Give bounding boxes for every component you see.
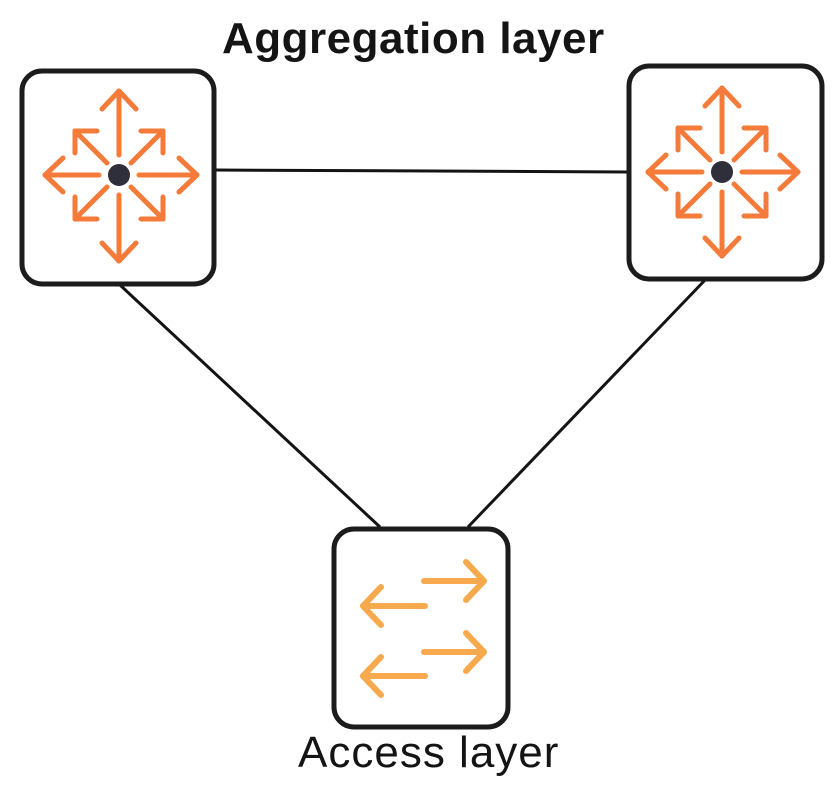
hub-dot (108, 164, 130, 186)
link-agg-left-agg-right (214, 168, 629, 174)
link-agg-right-access (466, 276, 709, 529)
node-box (331, 526, 511, 730)
aggregation-switch-right[interactable] (626, 63, 825, 282)
aggregation-switch-left[interactable] (19, 68, 217, 287)
hub-dot (711, 161, 733, 183)
multilayer-switch-icon (645, 85, 801, 259)
multilayer-switch-icon (42, 88, 200, 264)
switch-icon (360, 559, 487, 698)
access-layer-label: Access layer (298, 728, 560, 777)
aggregation-layer-label: Aggregation layer (222, 14, 605, 63)
access-switch[interactable] (331, 526, 511, 730)
link-agg-left-access (118, 283, 382, 529)
